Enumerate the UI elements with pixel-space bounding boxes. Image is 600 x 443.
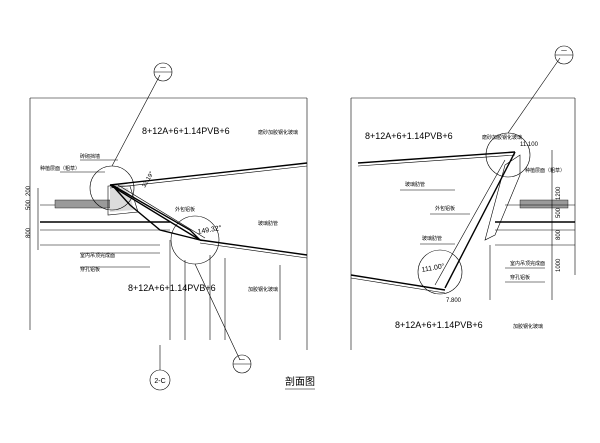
right-dim-7800: 7.800 [446, 298, 462, 304]
left-steel-beam-label: 外包铝板 [175, 206, 195, 213]
right-section: 一 1200 500 800 1000 8+12A+6+1.14PVB+6 磨砂… [350, 45, 576, 350]
right-detail-circle-bottom [417, 249, 463, 295]
right-angle-top: 11.100 [520, 142, 539, 148]
right-perforated-label: 穿孔铝板 [510, 274, 530, 281]
right-spec-bottom-note: 加胶钢化玻璃 [513, 323, 543, 330]
left-spec-top: 8+12A+6+1.14PVB+6 [142, 126, 230, 136]
right-bottom-glass [350, 274, 446, 291]
left-bottom-glass [199, 239, 308, 256]
left-top-glass [109, 162, 308, 186]
left-planting-label: 种植层面（粗草） [40, 165, 80, 172]
left-slope-structure [111, 184, 203, 242]
sheet-title: 剖面图 [285, 375, 315, 388]
right-ceiling-label: 室内吊顶完成面 [510, 260, 545, 267]
left-ceiling-label: 室内吊顶完成面 [80, 252, 115, 259]
left-glass-rib-label: 玻璃肋管 [258, 220, 278, 227]
left-spec-bottom: 8+12A+6+1.14PVB+6 [128, 283, 216, 293]
svg-text:500: 500 [26, 199, 32, 210]
right-aluminum-label: 外包铝板 [435, 205, 455, 212]
right-planting-label: 种植层面（粗草） [525, 167, 565, 174]
left-railing-label: 砖砌挡墙 [80, 153, 100, 160]
right-angle-bottom: 111.00° [421, 262, 445, 274]
right-spec-top: 8+12A+6+1.14PVB+6 [365, 131, 453, 141]
right-spec-top-note: 磨砂加胶钢化玻璃 [482, 134, 522, 141]
svg-text:一: 一 [160, 66, 166, 72]
left-perforated-label: 穿孔铝板 [80, 266, 100, 273]
right-glass-rib-top-label: 玻璃肋管 [405, 181, 425, 188]
svg-text:800: 800 [26, 227, 32, 238]
left-spec-bottom-note: 加胶钢化玻璃 [248, 286, 278, 293]
svg-text:一: 一 [561, 49, 567, 55]
right-glass-rib-bottom-label: 玻璃肋管 [422, 235, 442, 242]
svg-text:800: 800 [556, 229, 562, 240]
svg-text:1200: 1200 [556, 186, 562, 200]
right-planting-layer [519, 199, 569, 209]
grid-label: 2-C [154, 378, 165, 385]
right-spec-bottom: 8+12A+6+1.14PVB+6 [395, 320, 483, 330]
right-top-glass [357, 151, 516, 164]
svg-text:1000: 1000 [556, 258, 562, 272]
right-inclined-glass [444, 151, 516, 289]
left-detail-circle-bottom [170, 215, 220, 265]
left-spec-top-note: 磨砂加胶钢化玻璃 [258, 129, 298, 136]
grid-marker: 2-C [149, 345, 171, 391]
svg-text:一: 一 [239, 358, 245, 364]
left-section: 一 一 500 200 800 8+12A+6+1.14PVB+6 磨砂加胶钢化… [26, 62, 308, 374]
svg-text:500: 500 [556, 207, 562, 218]
left-planting-layer [54, 199, 111, 209]
svg-text:200: 200 [26, 185, 32, 196]
